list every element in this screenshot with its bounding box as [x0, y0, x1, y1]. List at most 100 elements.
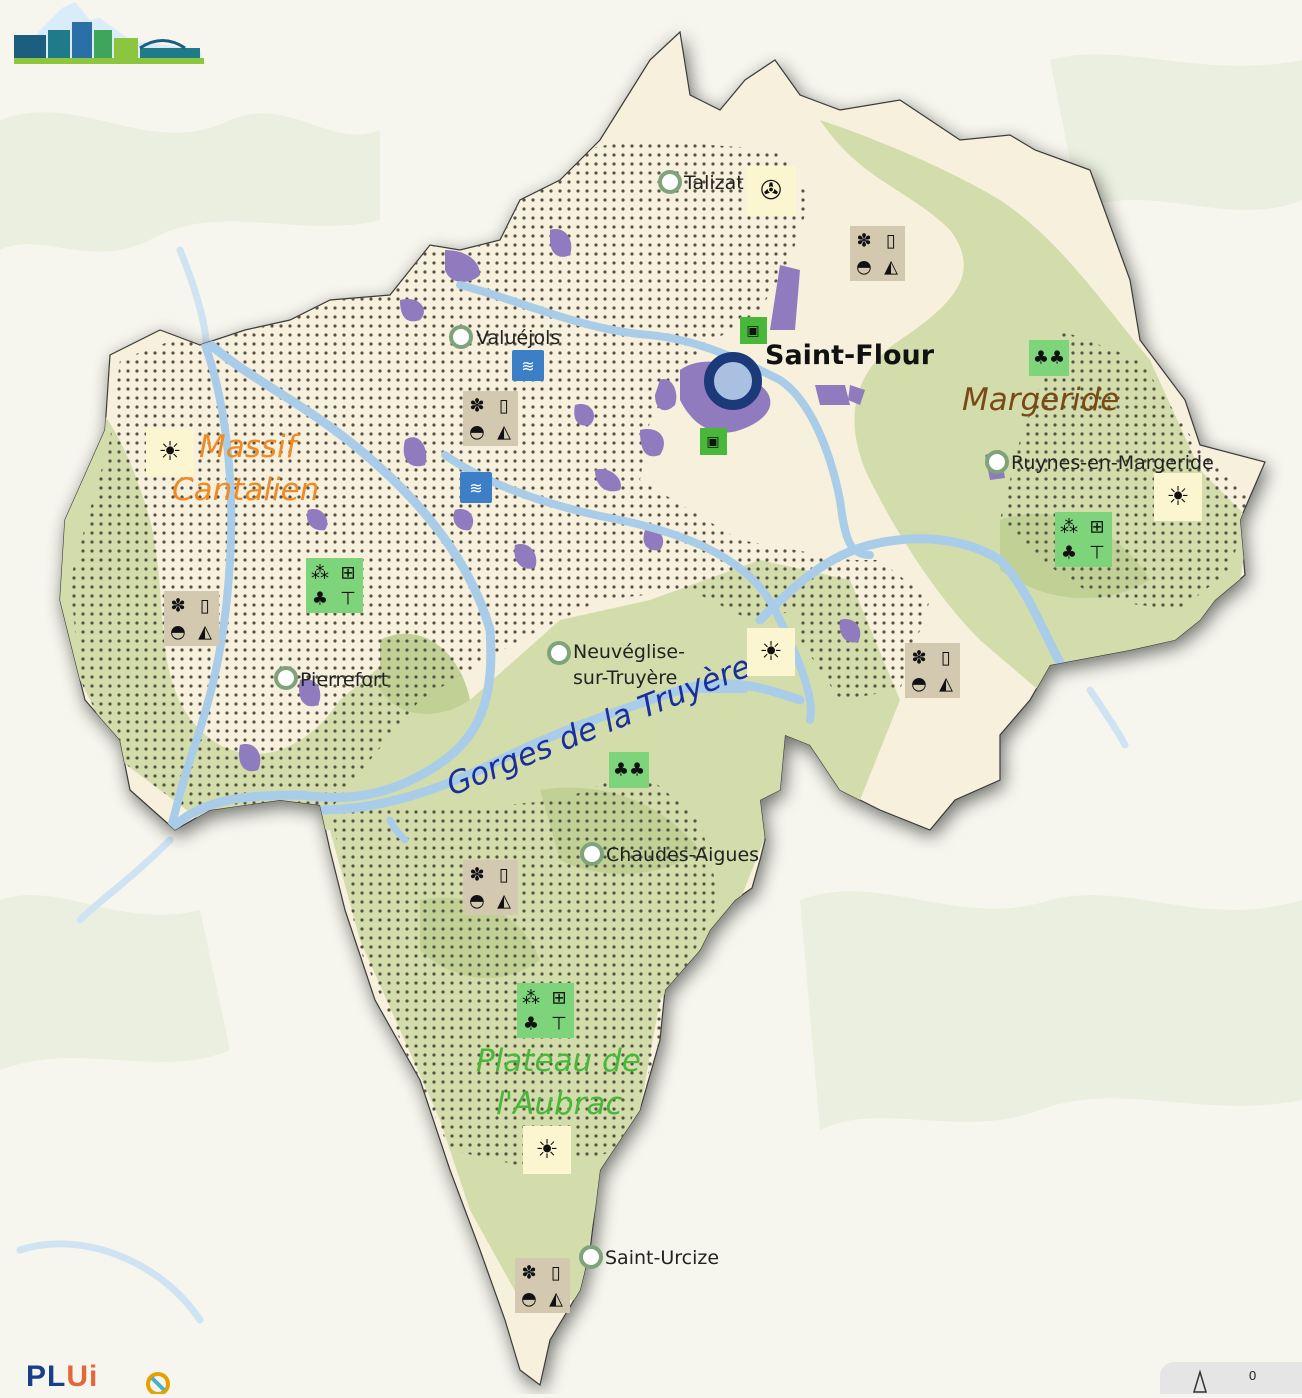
- town-neuveglise[interactable]: Neuvéglise- sur-Truyère: [547, 641, 685, 689]
- region-aubrac-line1: Plateau de: [476, 1043, 641, 1079]
- svg-text:☀: ☀: [1166, 482, 1189, 512]
- town-label: Ruynes-en-Margeride: [1011, 452, 1214, 474]
- svg-text:⊤: ⊤: [551, 1014, 567, 1035]
- svg-text:≋: ≋: [469, 479, 482, 498]
- svg-text:◭: ◭: [497, 422, 511, 443]
- region-massif-line2: Cantalien: [172, 472, 319, 508]
- background-terrain: [0, 54, 1302, 1130]
- town-label: Talizat: [683, 172, 744, 194]
- svg-text:♣♣: ♣♣: [613, 760, 645, 781]
- town-label: sur-Truyère: [573, 667, 677, 689]
- scale-zero-label: 0: [1249, 1368, 1257, 1383]
- svg-text:✽: ✽: [521, 1263, 536, 1284]
- svg-text:⁂: ⁂: [522, 988, 540, 1009]
- svg-text:▯: ▯: [499, 865, 509, 886]
- water-icon[interactable]: ≋: [460, 472, 492, 503]
- town-ruynes-en-margeride[interactable]: Ruynes-en-Margeride: [985, 450, 1214, 474]
- svg-text:▣: ▣: [746, 323, 759, 339]
- urban-patches: [239, 229, 1005, 772]
- svg-text:◭: ◭: [939, 674, 953, 695]
- svg-text:≋: ≋: [521, 357, 534, 376]
- town-label: Saint-Urcize: [605, 1247, 719, 1269]
- sun-icon[interactable]: ☀: [146, 428, 194, 476]
- wheat-milk-meat-cheese-icon[interactable]: ✽ ▯ ◓ ◭: [463, 860, 518, 915]
- svg-text:☀: ☀: [535, 1135, 558, 1165]
- svg-text:▣: ▣: [706, 434, 719, 450]
- svg-text:☀: ☀: [759, 637, 782, 667]
- logo-letters-pl: PL: [26, 1360, 67, 1393]
- svg-text:▯: ▯: [886, 231, 896, 252]
- svg-text:◓: ◓: [521, 1289, 537, 1310]
- wheat-milk-meat-cheese-icon[interactable]: ✽ ▯ ◓ ◭: [905, 643, 960, 698]
- region-aubrac-line2: l'Aubrac: [496, 1086, 622, 1122]
- svg-text:⊞: ⊞: [1089, 517, 1104, 538]
- town-label: Valuéjols: [476, 327, 560, 349]
- svg-text:◭: ◭: [198, 622, 212, 643]
- town-chaudes-aigues[interactable]: Chaudes-Aigues: [580, 842, 759, 866]
- book-icon[interactable]: ▣: [740, 317, 767, 344]
- book-icon[interactable]: ▣: [700, 428, 727, 455]
- trees-icon[interactable]: ♣♣: [1029, 340, 1069, 376]
- svg-text:♣: ♣: [523, 1014, 539, 1035]
- svg-text:✽: ✽: [469, 865, 484, 886]
- sun-icon[interactable]: ☀: [747, 628, 795, 676]
- town-valuejols[interactable]: Valuéjols: [449, 325, 560, 349]
- town-pierrefort[interactable]: Pierrefort: [274, 666, 388, 691]
- partner-logo-icon: [146, 1372, 170, 1394]
- sun-icon[interactable]: ☀: [523, 1126, 571, 1174]
- water-icon[interactable]: ≋: [512, 350, 544, 381]
- svg-text:⁂: ⁂: [1060, 517, 1078, 538]
- rivers: [165, 281, 1130, 844]
- svg-text:◓: ◓: [170, 622, 186, 643]
- svg-text:◓: ◓: [911, 674, 927, 695]
- svg-text:♣♣: ♣♣: [1033, 348, 1065, 369]
- town-talizat[interactable]: Talizat: [658, 170, 744, 194]
- town-saint-flour[interactable]: Saint-Flour: [704, 340, 935, 410]
- town-label: Chaudes-Aigues: [606, 844, 759, 866]
- plui-logo-text: PLUi: [26, 1360, 98, 1394]
- wheat-milk-meat-cheese-icon[interactable]: ✽▯ ◓◭: [850, 226, 905, 281]
- svg-text:⊤: ⊤: [340, 589, 356, 610]
- background-rivers: [16, 246, 1129, 1324]
- picnic-market-icon[interactable]: ⁂⊞ ♣⊤: [1055, 512, 1112, 567]
- svg-text:◭: ◭: [497, 891, 511, 912]
- svg-text:◭: ◭: [884, 257, 898, 278]
- svg-text:✽: ✽: [911, 648, 926, 669]
- brand-logo-illustration: [14, 2, 205, 64]
- scale-bar: 0: [1160, 1362, 1302, 1394]
- town-label: Saint-Flour: [765, 340, 935, 371]
- wheat-milk-meat-cheese-icon[interactable]: ✽ ▯ ◓ ◭: [515, 1258, 570, 1313]
- svg-text:♣: ♣: [1061, 543, 1077, 564]
- trees-icon[interactable]: ♣♣: [609, 752, 649, 788]
- map-icons: ✽ ▯ ◓ ◭ ✽ ▯ ◓ ◭ ✽ ▯ ◓ ◭ ✽ ▯ ◓ ◭ ✽ ▯ ◓ ◭ ✽ ▯ ◓ ◭: [146, 166, 1202, 1313]
- svg-text:◓: ◓: [469, 891, 485, 912]
- north-arrow-icon: [1192, 1369, 1208, 1393]
- svg-text:✇: ✇: [760, 176, 782, 206]
- svg-text:⊞: ⊞: [551, 988, 566, 1009]
- town-saint-urcize[interactable]: Saint-Urcize: [579, 1245, 719, 1269]
- picnic-market-icon[interactable]: ⁂ ⊞ ♣ ⊤: [306, 558, 363, 613]
- sun-icon[interactable]: ☀: [1154, 473, 1202, 521]
- svg-text:✽: ✽: [170, 596, 185, 617]
- svg-text:▯: ▯: [941, 648, 951, 669]
- region-margeride: Margeride: [962, 382, 1119, 418]
- svg-text:▯: ▯: [551, 1263, 561, 1284]
- logo-letters-ui: Ui: [66, 1360, 99, 1393]
- wheat-milk-meat-cheese-icon[interactable]: ✽ ▯ ◓ ◭: [164, 591, 219, 646]
- svg-text:⊞: ⊞: [340, 563, 355, 584]
- svg-text:◭: ◭: [549, 1289, 563, 1310]
- region-massif-line1: Massif: [199, 429, 301, 465]
- wheat-milk-meat-cheese-icon[interactable]: ✽▯ ◓◭: [463, 391, 518, 446]
- svg-text:✽: ✽: [856, 231, 871, 252]
- town-markers: Talizat Valuéjols Saint-Flour Ruynes-en-…: [274, 170, 1214, 1269]
- svg-text:▯: ▯: [200, 596, 210, 617]
- town-label: Pierrefort: [300, 669, 388, 691]
- svg-text:▯: ▯: [499, 396, 509, 417]
- svg-text:⁂: ⁂: [311, 563, 329, 584]
- town-label: Neuvéglise-: [573, 641, 685, 663]
- svg-text:✽: ✽: [469, 396, 484, 417]
- svg-text:♣: ♣: [312, 589, 328, 610]
- picnic-market-icon[interactable]: ⁂ ⊞ ♣ ⊤: [517, 983, 574, 1038]
- wind-turbine-icon[interactable]: ✇: [746, 166, 796, 216]
